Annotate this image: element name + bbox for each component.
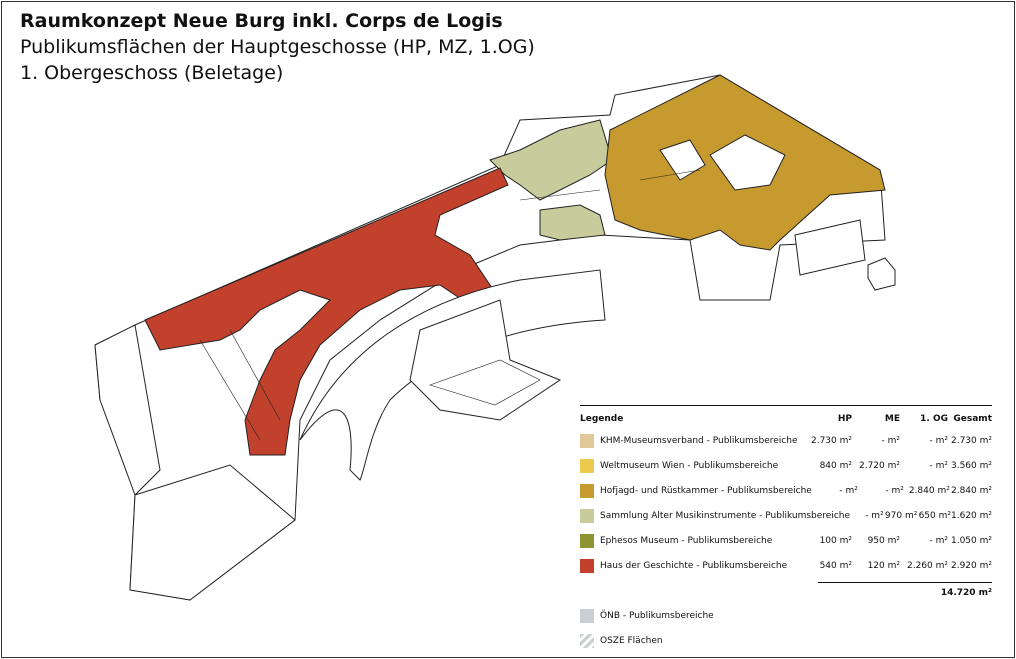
- color-swatch: [580, 483, 594, 498]
- grand-total: 14.720 m²: [940, 588, 992, 598]
- title-block: Raumkonzept Neue Burg inkl. Corps de Log…: [20, 8, 535, 86]
- monument-steps: [429, 359, 541, 406]
- area-musikinstrumente: [489, 119, 613, 201]
- value-total: 1.050 m²: [950, 535, 992, 546]
- value-me: 120 m²: [867, 560, 900, 571]
- legend-label: Ephesos Museum - Publikumsbereiche: [600, 535, 773, 546]
- col-total: Gesamt: [953, 414, 992, 424]
- value-hp: 2.730 m²: [810, 435, 852, 446]
- value-me: - m²: [881, 435, 900, 446]
- sum-rule: [818, 582, 992, 583]
- value-me: 950 m²: [867, 535, 900, 546]
- col-me: ME: [884, 414, 900, 424]
- color-swatch: [580, 508, 594, 523]
- legend-row: KHM-Museumsverband - Publikumsbereiche 2…: [580, 428, 992, 453]
- value-total: 2.840 m²: [950, 485, 992, 496]
- value-me: 970 m²: [884, 510, 918, 521]
- value-og: - m²: [929, 435, 948, 446]
- legend-row: Haus der Geschichte - Publikumsbereiche …: [580, 553, 992, 578]
- legend-row: Weltmuseum Wien - Publikumsbereiche 840 …: [580, 453, 992, 478]
- courtyard: [709, 134, 786, 191]
- col-hp: HP: [837, 414, 852, 424]
- lower-block: [129, 464, 296, 601]
- value-hp: - m²: [839, 485, 858, 496]
- legend-label: OSZE Flächen: [600, 635, 663, 646]
- value-total: 2.730 m²: [950, 435, 992, 446]
- value-hp: 840 m²: [819, 460, 852, 471]
- legend-label: ÖNB - Publikumsbereiche: [600, 610, 714, 621]
- area-haus-der-geschichte: [144, 167, 509, 456]
- swatch-osze-hatched: [580, 633, 594, 648]
- swatch-onb: [580, 608, 594, 623]
- value-total: 2.920 m²: [950, 560, 992, 571]
- value-og: 2.260 m²: [906, 560, 948, 571]
- value-me: - m²: [885, 485, 904, 496]
- right-cube: [867, 257, 896, 291]
- legend-row: Sammlung Alter Musikinstrumente - Publik…: [580, 503, 992, 528]
- legend-extra-onb: ÖNB - Publikumsbereiche: [580, 603, 992, 628]
- subtitle: Publikumsflächen der Hauptgeschosse (HP,…: [20, 36, 535, 58]
- legend-label: Sammlung Alter Musikinstrumente - Publik…: [600, 510, 851, 521]
- value-hp: 100 m²: [819, 535, 852, 546]
- color-swatch: [580, 558, 594, 573]
- legend-title: Legende: [580, 414, 624, 424]
- value-hp: - m²: [865, 510, 884, 521]
- legend-top-rule: [580, 405, 992, 406]
- left-block: [94, 324, 161, 496]
- legend-label: KHM-Museumsverband - Publikumsbereiche: [600, 435, 798, 446]
- value-og: - m²: [929, 460, 948, 471]
- legend-row: Ephesos Museum - Publikumsbereiche 100 m…: [580, 528, 992, 553]
- courtyard-2: [659, 139, 706, 181]
- legend-header: Legende HP ME 1. OG Gesamt: [580, 410, 992, 428]
- color-swatch: [580, 433, 594, 448]
- area-musikinstrumente-2: [539, 204, 606, 241]
- value-og: 650 m²: [918, 510, 951, 521]
- value-total: 3.560 m²: [950, 460, 992, 471]
- legend-label: Weltmuseum Wien - Publikumsbereiche: [600, 460, 779, 471]
- col-og: 1. OG: [920, 414, 948, 424]
- value-og: 2.840 m²: [908, 485, 950, 496]
- floor-label: 1. Obergeschoss (Beletage): [20, 62, 284, 84]
- value-total: 1.620 m²: [951, 510, 993, 521]
- right-arcade: [794, 219, 866, 276]
- legend-row: Hofjagd- und Rüstkammer - Publikumsberei…: [580, 478, 992, 503]
- legend-label: Hofjagd- und Rüstkammer - Publikumsberei…: [600, 485, 812, 496]
- legend-label: Haus der Geschichte - Publikumsbereiche: [600, 560, 788, 571]
- value-hp: 540 m²: [819, 560, 852, 571]
- main-title: Raumkonzept Neue Burg inkl. Corps de Log…: [20, 10, 503, 32]
- inner-lines: [199, 169, 701, 441]
- legend: Legende HP ME 1. OG Gesamt KHM-Museumsve…: [580, 405, 992, 653]
- color-swatch: [580, 458, 594, 473]
- legend-extra-osze: OSZE Flächen: [580, 628, 992, 653]
- value-og: - m²: [929, 535, 948, 546]
- color-swatch: [580, 533, 594, 548]
- value-me: 2.720 m²: [858, 460, 900, 471]
